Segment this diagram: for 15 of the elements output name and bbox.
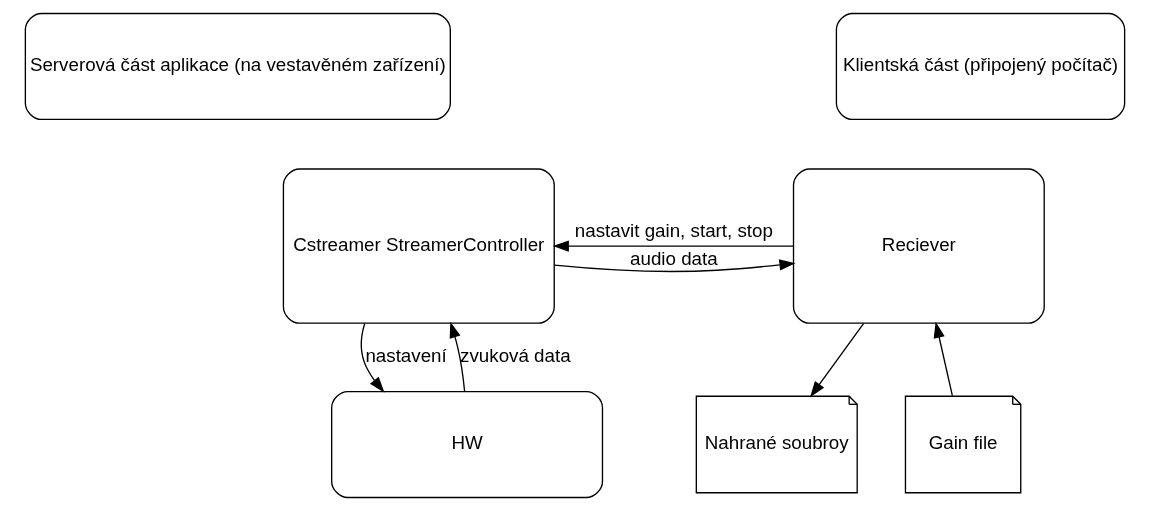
edge-label: audio data [629,248,718,270]
arrow [933,321,953,397]
edge-label: nastavení [364,345,447,367]
arrow [809,323,864,398]
edge-label: nastavit gain, start, stop [574,220,773,241]
node-box: Cstreamer StreamerController [282,168,555,324]
arrow [449,321,465,393]
arrow [552,240,794,252]
arrow [553,259,795,273]
arrow [360,322,385,393]
edge-label: zvuková data [459,345,571,367]
node-box: Klientská část (připojený počítač) [835,12,1125,121]
node-box: Reciever [792,168,1045,324]
node-box: HW [330,390,603,499]
node-box: Serverová část aplikace (na vestavěném zařízení) [24,12,451,121]
